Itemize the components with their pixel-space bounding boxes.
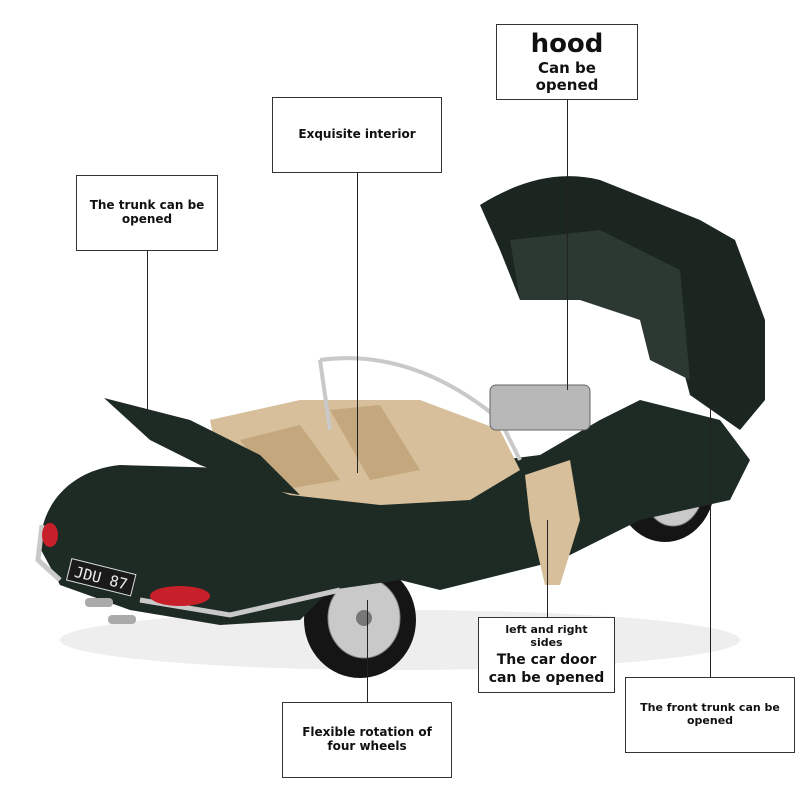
callout-doors-line4: can be opened xyxy=(488,669,605,686)
windshield-frame xyxy=(318,356,522,461)
car-body xyxy=(40,400,750,625)
callout-wheels: Flexible rotation of four wheels xyxy=(282,702,452,778)
callout-hood-sub1: Can be xyxy=(538,58,596,77)
callout-hood-title: hood xyxy=(530,28,604,59)
seat xyxy=(330,405,420,480)
license-plate: JDU 87 xyxy=(65,558,137,597)
callout-doors-line2: sides xyxy=(530,635,563,649)
seat xyxy=(240,425,340,490)
leader-doors xyxy=(547,520,548,617)
callout-doors-line3: The car door xyxy=(496,651,597,668)
leader-trunk xyxy=(147,251,148,416)
callout-front-trunk: The front trunk can be opened xyxy=(625,677,795,753)
callout-hood-sub2: opened xyxy=(535,75,599,94)
callout-wheels-line2: four wheels xyxy=(327,739,407,753)
taillight-left xyxy=(42,523,58,547)
callout-trunk: The trunk can be opened xyxy=(76,175,218,251)
callout-doors: left and right sides The car door can be… xyxy=(478,617,615,693)
leader-front-trunk xyxy=(710,300,711,677)
callout-trunk-line1: The trunk can be xyxy=(89,198,205,213)
callout-doors-line1: left and right xyxy=(505,623,588,637)
leader-wheels xyxy=(367,600,368,702)
callout-wheels-line1: Flexible rotation of xyxy=(302,725,432,740)
callout-interior: Exquisite interior xyxy=(272,97,442,173)
exhaust xyxy=(108,615,136,624)
leader-interior xyxy=(357,173,358,473)
callout-front-trunk-line2: opened xyxy=(686,714,734,727)
leader-hood xyxy=(567,100,568,390)
callout-front-trunk-line1: The front trunk can be xyxy=(640,701,780,715)
callout-hood: hood Can be opened xyxy=(496,24,638,100)
open-door xyxy=(525,460,580,585)
callout-trunk-line2: opened xyxy=(121,212,173,226)
hood-underside xyxy=(510,230,690,380)
trunk-lid xyxy=(104,398,300,495)
engine xyxy=(489,384,591,431)
exhaust xyxy=(85,598,113,607)
callout-interior-text: Exquisite interior xyxy=(298,127,416,142)
taillight-right xyxy=(150,586,210,606)
